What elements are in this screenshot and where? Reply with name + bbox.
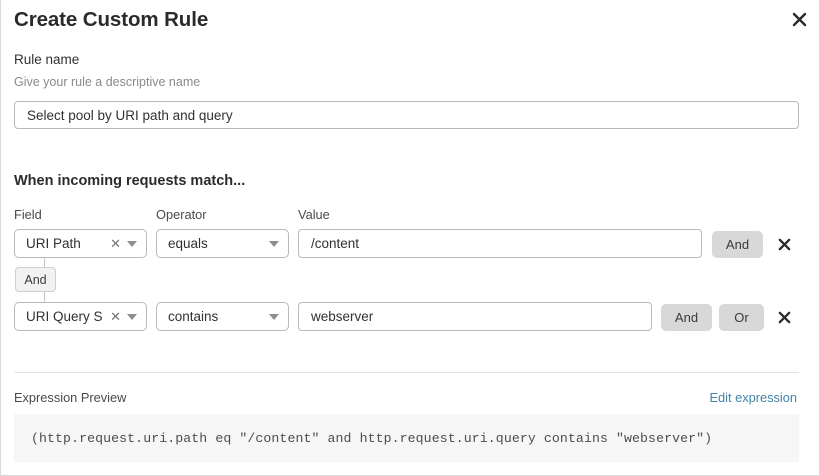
group-connector-and-button[interactable]: And — [15, 267, 56, 292]
operator-select-row-2[interactable]: contains — [156, 302, 289, 331]
chevron-down-icon[interactable] — [267, 313, 288, 320]
chevron-down-icon[interactable] — [267, 240, 288, 247]
rule-name-label: Rule name — [14, 52, 80, 67]
chevron-down-icon[interactable] — [125, 240, 146, 247]
and-button-row-2[interactable]: And — [661, 304, 712, 331]
rule-name-input[interactable] — [14, 101, 799, 129]
value-input-row-1[interactable] — [298, 229, 702, 258]
close-icon[interactable] — [786, 6, 812, 32]
delete-condition-row-2[interactable] — [773, 306, 795, 328]
group-connector-line-top — [44, 258, 45, 268]
or-button-row-2[interactable]: Or — [719, 304, 764, 331]
field-select-value-row-2: URI Query St... — [26, 309, 103, 324]
expression-preview-box: (http.request.uri.path eq "/content" and… — [14, 414, 799, 462]
field-select-value-row-1: URI Path — [26, 236, 81, 251]
page-title: Create Custom Rule — [14, 8, 209, 31]
expression-preview-label: Expression Preview — [14, 390, 127, 405]
section-divider — [14, 372, 799, 373]
rule-name-help-text: Give your rule a descriptive name — [14, 75, 201, 89]
group-connector-line-bottom — [44, 291, 45, 302]
chevron-down-icon[interactable] — [125, 313, 146, 320]
edit-expression-link[interactable]: Edit expression — [709, 390, 798, 405]
column-header-operator: Operator — [156, 207, 207, 222]
expression-preview-text: (http.request.uri.path eq "/content" and… — [31, 430, 713, 446]
value-input-row-2[interactable] — [298, 302, 652, 331]
operator-select-row-1[interactable]: equals — [156, 229, 289, 258]
and-button-row-1[interactable]: And — [712, 231, 763, 258]
column-header-field: Field — [14, 207, 42, 222]
column-header-value: Value — [298, 207, 330, 222]
field-select-row-1[interactable]: URI Path ✕ — [14, 229, 147, 258]
operator-select-value-row-2: contains — [168, 309, 219, 324]
operator-select-value-row-1: equals — [168, 236, 208, 251]
clear-icon[interactable]: ✕ — [110, 236, 121, 251]
field-select-row-2[interactable]: URI Query St... ✕ — [14, 302, 147, 331]
delete-condition-row-1[interactable] — [773, 233, 795, 255]
clear-icon[interactable]: ✕ — [110, 309, 121, 324]
conditions-heading: When incoming requests match... — [14, 173, 246, 189]
